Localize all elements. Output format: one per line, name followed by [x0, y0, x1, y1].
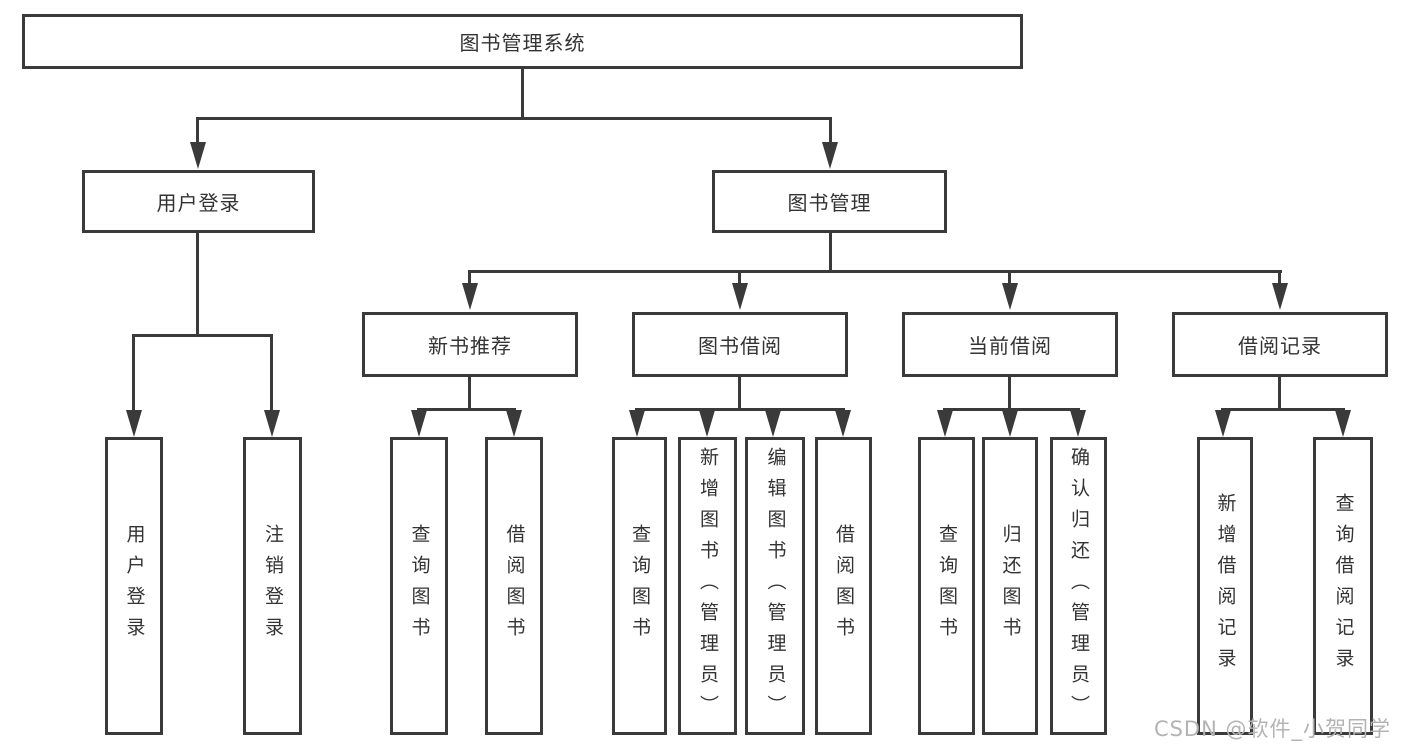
connector-new-books-stub — [468, 270, 471, 286]
leaf-current-query-books-label: 查询图书 — [936, 524, 958, 648]
arrow-to-new-books — [462, 283, 478, 310]
arrow-to-nb-query — [411, 410, 427, 437]
connector-new-books-drop — [468, 377, 471, 411]
leaf-confirm-return-admin: 确认归还（管理员） — [1050, 437, 1107, 735]
node-library-management-system: 图书管理系统 — [22, 14, 1023, 69]
leaf-add-borrow-record-label: 新增借阅记录 — [1214, 493, 1237, 679]
connector-borrow-records-stub — [1278, 270, 1281, 286]
node-borrowing-records: 借阅记录 — [1172, 312, 1388, 377]
leaf-return-books: 归还图书 — [982, 437, 1038, 735]
node-book-management: 图书管理 — [712, 170, 947, 233]
arrow-to-cb-return — [1002, 410, 1018, 437]
arrow-to-nb-borrow — [506, 410, 522, 437]
node-user-login: 用户登录 — [82, 170, 315, 233]
leaf-query-borrow-record: 查询借阅记录 — [1313, 437, 1373, 735]
connector-book-mgmt-drop — [829, 233, 832, 273]
connector-leaf-user-login-stub — [132, 334, 135, 412]
leaf-newbooks-query-books-label: 查询图书 — [408, 524, 431, 648]
leaf-borrowing-query-books-label: 查询图书 — [629, 524, 651, 648]
leaf-edit-book-admin: 编辑图书（管理员） — [745, 437, 805, 735]
connector-new-books-bar — [417, 408, 516, 411]
connector-borrow-records-bar — [1221, 408, 1345, 411]
leaf-newbooks-borrow-books: 借阅图书 — [485, 437, 543, 735]
leaf-newbooks-query-books: 查询图书 — [390, 437, 448, 735]
arrow-to-leaf-logout — [264, 410, 280, 437]
connector-level3-bar — [468, 270, 1282, 273]
arrow-to-bb-add — [699, 410, 715, 437]
connector-book-borrow-bar — [635, 408, 845, 411]
connector-user-login-bar — [132, 334, 273, 337]
leaf-add-book-admin-label: 新增图书（管理员） — [697, 446, 719, 726]
connector-borrow-records-drop — [1278, 377, 1281, 411]
connector-book-mgmt-stub — [829, 117, 832, 145]
arrow-to-book-mgmt — [822, 142, 838, 169]
leaf-query-borrow-record-label: 查询借阅记录 — [1332, 493, 1355, 679]
connector-current-borrow-bar — [943, 408, 1080, 411]
connector-level2-bar — [196, 117, 832, 120]
arrow-to-bb-borrow — [835, 410, 851, 437]
arrow-to-book-borrow — [732, 283, 748, 310]
leaf-newbooks-borrow-books-label: 借阅图书 — [503, 524, 526, 648]
leaf-confirm-return-admin-label: 确认归还（管理员） — [1068, 446, 1090, 726]
connector-book-borrow-stub — [738, 270, 741, 286]
leaf-borrowing-borrow-books: 借阅图书 — [815, 437, 872, 735]
connector-leaf-logout-stub — [270, 334, 273, 412]
arrow-to-cb-query — [937, 410, 953, 437]
arrow-to-bb-edit — [765, 410, 781, 437]
node-book-borrowing: 图书借阅 — [632, 312, 848, 377]
arrow-to-bb-query — [629, 410, 645, 437]
arrow-to-br-query — [1335, 410, 1351, 437]
arrow-to-user-login — [190, 142, 206, 169]
arrow-to-borrow-records — [1272, 283, 1288, 310]
leaf-current-query-books: 查询图书 — [918, 437, 975, 735]
leaf-logout: 注销登录 — [243, 437, 302, 735]
connector-user-login-drop — [196, 233, 199, 334]
leaf-borrowing-borrow-books-label: 借阅图书 — [833, 524, 855, 648]
leaf-return-books-label: 归还图书 — [999, 524, 1022, 648]
connector-current-borrow-drop — [1008, 377, 1011, 411]
csdn-watermark: CSDN @软件_小贺同学 — [1153, 717, 1391, 741]
connector-root-drop — [521, 68, 524, 118]
leaf-user-login: 用户登录 — [105, 437, 163, 735]
arrow-to-leaf-user-login — [126, 410, 142, 437]
leaf-edit-book-admin-label: 编辑图书（管理员） — [764, 446, 787, 726]
connector-book-borrow-drop — [738, 377, 741, 411]
node-new-book-recommend: 新书推荐 — [362, 312, 578, 377]
connector-user-login-stub — [196, 117, 199, 145]
leaf-logout-label: 注销登录 — [262, 524, 284, 648]
leaf-add-book-admin: 新增图书（管理员） — [678, 437, 737, 735]
arrow-to-current-borrow — [1002, 283, 1018, 310]
connector-current-borrow-stub — [1008, 270, 1011, 286]
node-current-borrowing: 当前借阅 — [902, 312, 1118, 377]
arrow-to-br-add — [1215, 410, 1231, 437]
leaf-user-login-label: 用户登录 — [123, 524, 146, 648]
arrow-to-cb-confirm — [1070, 410, 1086, 437]
leaf-add-borrow-record: 新增借阅记录 — [1197, 437, 1253, 735]
leaf-borrowing-query-books: 查询图书 — [612, 437, 667, 735]
